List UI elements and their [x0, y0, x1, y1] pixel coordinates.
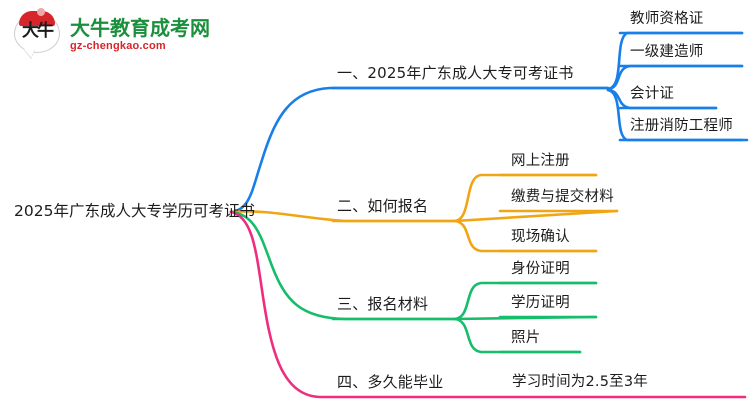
- connector-branch2-leaf2: [453, 209, 619, 223]
- leaf-node-1-4[interactable]: 注册消防工程师: [630, 118, 733, 134]
- leaf-node-2-2[interactable]: 缴费与提交材料: [511, 189, 614, 205]
- cap-knot-shape: [37, 8, 45, 16]
- red-cap-shape: [19, 11, 55, 26]
- mindmap-root-node[interactable]: 2025年广东成人大专学历可考证书: [14, 202, 255, 220]
- branch-node-4[interactable]: 四、多久能毕业: [337, 373, 444, 391]
- logo-title: 大牛教育成考网: [70, 15, 210, 40]
- logo-text-block: 大牛教育成考网 gz-chengkao.com: [70, 17, 210, 52]
- logo-mark-icon: 大牛: [14, 8, 62, 57]
- logo-subtitle: gz-chengkao.com: [70, 39, 166, 52]
- branch-node-3[interactable]: 三、报名材料: [337, 295, 429, 313]
- branch-node-1[interactable]: 一、2025年广东成人大专可考证书: [337, 64, 574, 82]
- logo-mark-text: 大牛: [22, 21, 54, 41]
- site-logo[interactable]: 大牛 大牛教育成考网 gz-chengkao.com: [14, 8, 234, 59]
- connector-branch1-leaf2: [606, 64, 744, 91]
- leaf-node-2-3[interactable]: 现场确认: [511, 229, 570, 245]
- leaf-node-1-2[interactable]: 一级建造师: [630, 44, 704, 60]
- branch-node-2[interactable]: 二、如何报名: [337, 197, 429, 215]
- leaf-node-4-1[interactable]: 学习时间为2.5至3年: [512, 374, 648, 390]
- leaf-node-1-1[interactable]: 教师资格证: [630, 11, 704, 27]
- leaf-node-2-1[interactable]: 网上注册: [511, 153, 570, 169]
- connector-branch1-leaf1: [606, 31, 744, 91]
- leaf-node-3-1[interactable]: 身份证明: [511, 261, 570, 277]
- connector-root-branch4: [229, 210, 747, 399]
- leaf-node-1-3[interactable]: 会计证: [630, 86, 675, 102]
- leaf-node-3-3[interactable]: 照片: [511, 330, 541, 346]
- connector-branch3-leaf2: [453, 315, 598, 321]
- leaf-node-3-2[interactable]: 学历证明: [511, 295, 570, 311]
